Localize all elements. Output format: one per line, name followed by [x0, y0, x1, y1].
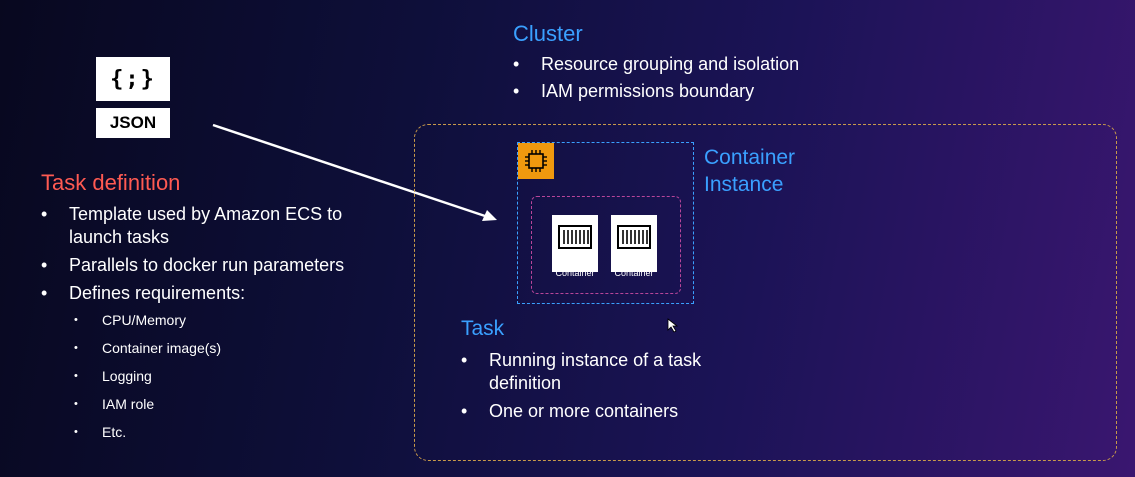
list-item: CPU/Memory — [74, 311, 221, 339]
task-title: Task — [461, 317, 505, 340]
container-instance-title-line2: Instance — [704, 173, 784, 196]
container-label: Container — [614, 268, 654, 278]
task-definition-title: Task definition — [41, 170, 181, 195]
list-item: Defines requirements: — [41, 282, 369, 305]
container-instance-title: Container Instance — [704, 144, 824, 198]
list-item: Template used by Amazon ECS to launch ta… — [41, 203, 369, 249]
container-icon — [552, 215, 598, 272]
cluster-title: Cluster — [513, 21, 583, 46]
list-item: Parallels to docker run parameters — [41, 254, 369, 277]
mouse-pointer-icon — [667, 318, 679, 333]
cluster-boundary — [414, 124, 1117, 461]
json-symbol: {;} — [110, 66, 156, 92]
list-item: One or more containers — [461, 400, 749, 423]
task-definition-bullets: Template used by Amazon ECS to launch ta… — [41, 203, 369, 310]
container-label: Container — [555, 268, 595, 278]
container-instance-title-line1: Container — [704, 146, 796, 169]
list-item: Etc. — [74, 423, 221, 451]
list-item: IAM permissions boundary — [513, 80, 799, 107]
task-boundary — [531, 196, 681, 294]
list-item: Logging — [74, 367, 221, 395]
chip-icon — [518, 143, 554, 179]
json-icon: {;} — [96, 57, 170, 101]
json-label: JSON — [96, 108, 170, 138]
list-item: Container image(s) — [74, 339, 221, 367]
cluster-bullets: Resource grouping and isolation IAM perm… — [513, 53, 799, 107]
container-instance-boundary — [517, 142, 694, 304]
container-icon — [611, 215, 657, 272]
list-item: Resource grouping and isolation — [513, 53, 799, 80]
task-definition-sub-bullets: CPU/Memory Container image(s) Logging IA… — [74, 311, 221, 451]
task-bullets: Running instance of a task definition On… — [461, 349, 749, 428]
list-item: IAM role — [74, 395, 221, 423]
list-item: Running instance of a task definition — [461, 349, 749, 395]
